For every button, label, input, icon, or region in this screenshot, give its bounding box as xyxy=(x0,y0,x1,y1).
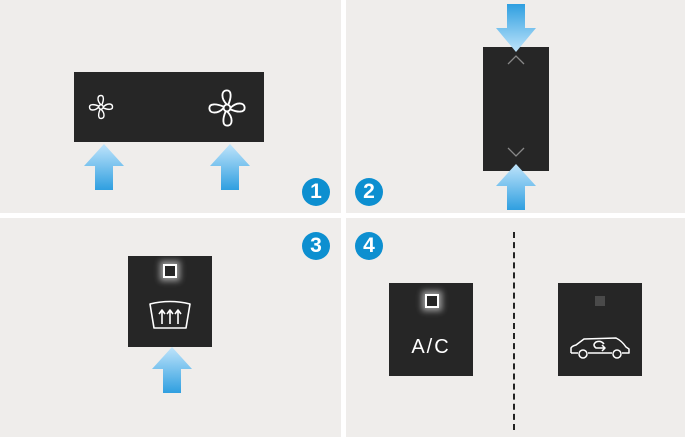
dashed-separator xyxy=(513,232,515,430)
temperature-rocker-panel xyxy=(483,47,549,171)
step-badge-4: 4 xyxy=(355,232,383,260)
chevron-up-icon[interactable] xyxy=(507,55,525,65)
horizontal-divider xyxy=(0,213,685,218)
fan-icon[interactable] xyxy=(86,92,116,122)
fan-speed-panel xyxy=(74,72,264,142)
step-badge-3: 3 xyxy=(302,232,330,260)
ac-button[interactable] xyxy=(389,283,473,376)
press-arrow-up-defrost xyxy=(152,347,192,393)
press-arrow-down xyxy=(496,4,536,52)
chevron-down-icon[interactable] xyxy=(507,147,525,157)
indicator-light-on xyxy=(425,294,439,308)
press-arrow-up-right xyxy=(210,144,250,190)
rear-defrost-icon xyxy=(149,300,191,329)
indicator-light-off xyxy=(595,296,605,306)
rear-defrost-button[interactable] xyxy=(128,256,212,347)
indicator-light-on xyxy=(163,264,177,278)
step-badge-1: 1 xyxy=(302,178,330,206)
press-arrow-up xyxy=(496,164,536,210)
fan-icon-large[interactable] xyxy=(204,85,250,131)
vertical-divider xyxy=(341,0,346,437)
air-recirculation-button[interactable] xyxy=(558,283,642,376)
press-arrow-up-left xyxy=(84,144,124,190)
step-badge-2: 2 xyxy=(355,178,383,206)
air-recirculation-icon xyxy=(570,337,630,359)
ac-button-label: A/C xyxy=(411,336,451,358)
